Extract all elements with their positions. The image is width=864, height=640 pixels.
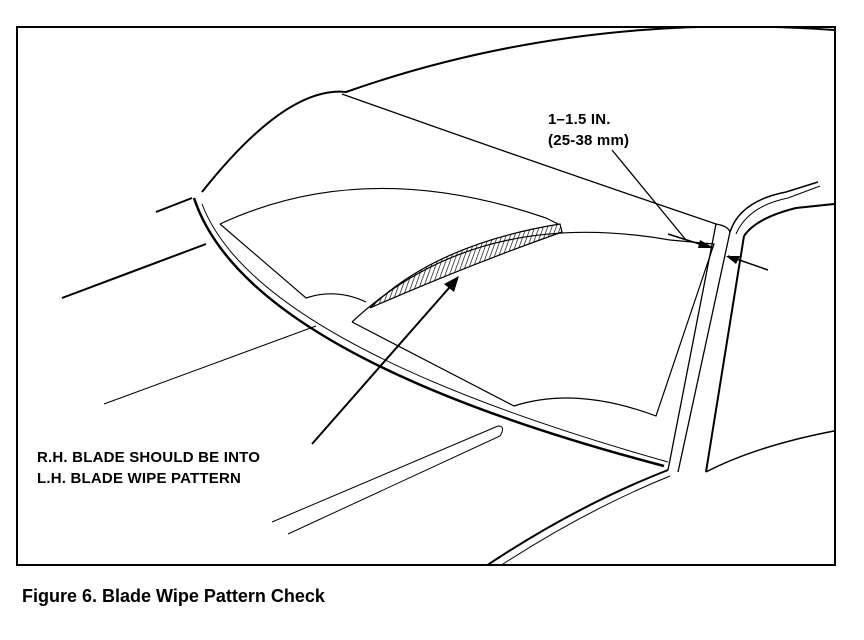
side-roof-inner bbox=[735, 185, 821, 235]
hood-line-mid bbox=[103, 325, 317, 405]
hood-line-left bbox=[61, 243, 207, 299]
dimension-label-line2: (25-38 mm) bbox=[548, 132, 630, 149]
figure-caption: Figure 6. Blade Wipe Pattern Check bbox=[22, 586, 325, 606]
dimension-arrowhead-left bbox=[698, 240, 714, 248]
lh-wipe-pattern bbox=[219, 187, 559, 303]
dimension-label: 1–1.5 IN. (25-38 mm) bbox=[548, 109, 629, 151]
hood-crease-upper bbox=[271, 425, 499, 523]
overlap-hatched-area bbox=[369, 223, 563, 309]
blade-leader-arrowhead bbox=[444, 276, 459, 292]
hood-front-edge-inner bbox=[499, 475, 671, 566]
blade-callout-line1: R.H. BLADE SHOULD BE INTO bbox=[37, 449, 261, 466]
windshield-lower-edge-inner bbox=[201, 203, 669, 463]
hood-crease-lower bbox=[287, 425, 504, 535]
dimension-label-line1: 1–1.5 IN. bbox=[548, 111, 611, 128]
side-window-frame bbox=[743, 203, 835, 237]
hood-front-edge bbox=[485, 469, 669, 566]
blade-callout-line2: L.H. BLADE WIPE PATTERN bbox=[37, 470, 242, 487]
rh-wipe-pattern bbox=[351, 231, 715, 417]
windshield-lower-edge bbox=[192, 197, 665, 468]
blade-leader bbox=[311, 279, 457, 445]
roof-edge bbox=[201, 26, 835, 193]
side-roof-outer bbox=[729, 181, 819, 233]
roof-front-line bbox=[341, 93, 717, 225]
a-pillar-top bbox=[715, 223, 731, 233]
a-pillar-left bbox=[667, 223, 717, 471]
dimension-arrowhead-right bbox=[726, 256, 740, 264]
hood-line-upper-left bbox=[155, 197, 193, 213]
fender-line bbox=[705, 430, 835, 473]
dimension-leader bbox=[611, 149, 687, 241]
a-pillar-right bbox=[705, 235, 745, 473]
frame-border bbox=[16, 26, 836, 566]
blade-callout-label: R.H. BLADE SHOULD BE INTO L.H. BLADE WIP… bbox=[37, 447, 260, 489]
a-pillar-mid bbox=[677, 231, 731, 473]
figure-frame bbox=[16, 26, 836, 566]
